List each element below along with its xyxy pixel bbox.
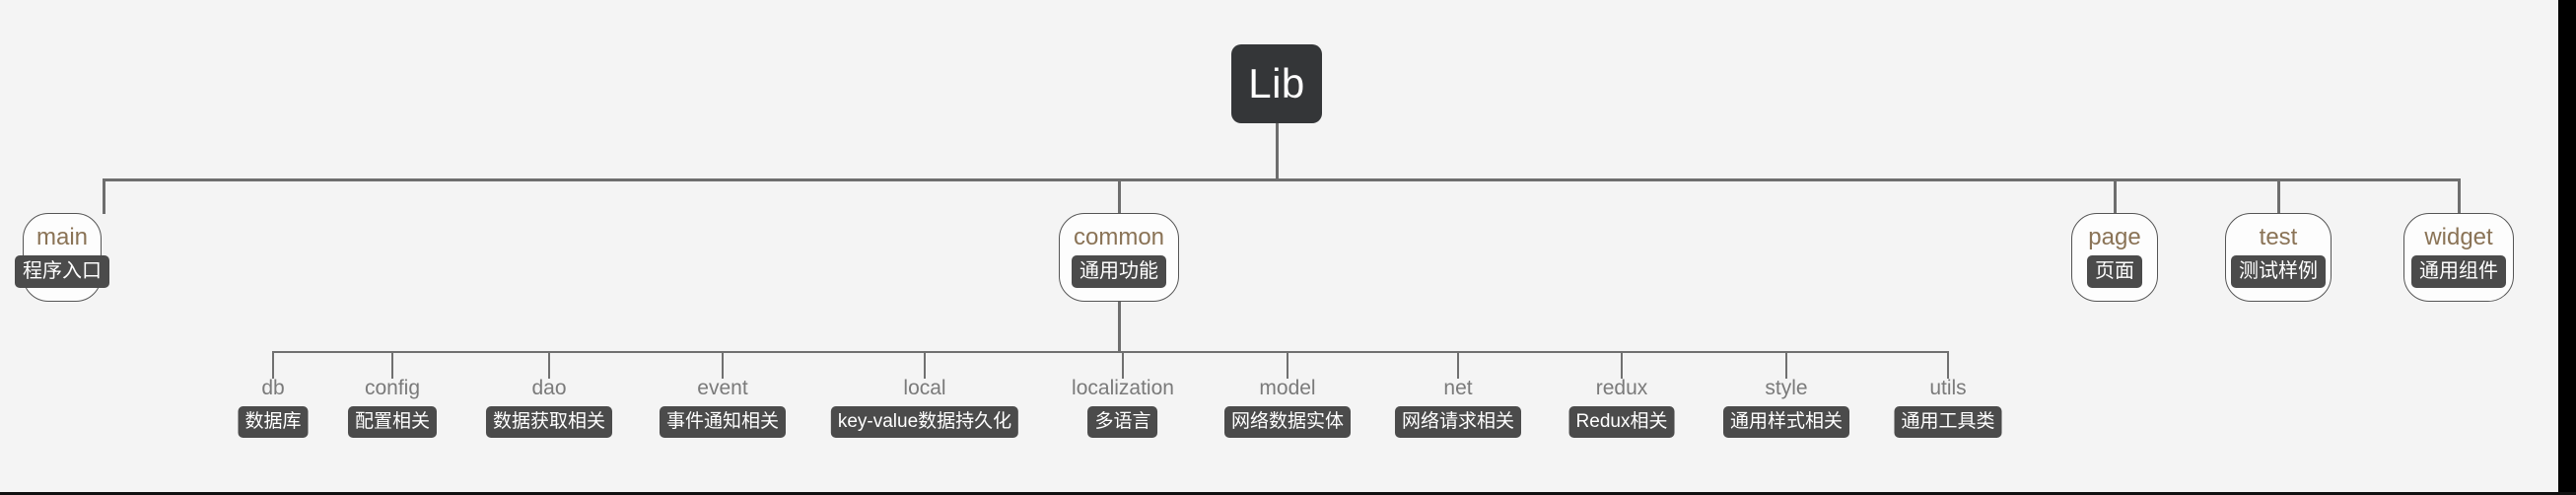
node-dao[interactable]: dao 数据获取相关: [485, 377, 613, 439]
node-common-label: common: [1073, 224, 1165, 251]
node-widget-label: widget: [2424, 224, 2493, 251]
connector-drop-page: [2114, 178, 2117, 214]
connector-drop-model: [1287, 351, 1288, 379]
node-common-tag: 通用功能: [1072, 254, 1166, 288]
connector-drop-localization: [1122, 351, 1124, 379]
connector-sub-bus: [273, 351, 1949, 353]
node-model-tag: 网络数据实体: [1223, 406, 1352, 439]
node-page[interactable]: page 页面: [2071, 213, 2158, 302]
node-event-tag: 事件通知相关: [659, 406, 787, 439]
node-page-tag: 页面: [2087, 254, 2142, 288]
node-lib-label: Lib: [1248, 60, 1305, 106]
connector-drop-event: [722, 351, 724, 379]
node-local[interactable]: local key-value数据持久化: [830, 377, 1019, 439]
node-localization[interactable]: localization 多语言: [1072, 377, 1174, 439]
connector-drop-widget: [2458, 178, 2461, 214]
node-style-tag: 通用样式相关: [1722, 406, 1850, 439]
node-event-label: event: [697, 377, 748, 399]
node-main-tag: 程序入口: [15, 254, 109, 288]
node-redux-tag: Redux相关: [1568, 406, 1675, 439]
node-test-label: test: [2259, 224, 2298, 251]
node-db-label: db: [261, 377, 285, 399]
connector-drop-dao: [548, 351, 550, 379]
bottom-edge-line: [0, 492, 2576, 495]
node-db[interactable]: db 数据库: [238, 377, 309, 439]
node-local-tag: key-value数据持久化: [830, 406, 1019, 439]
connector-drop-net: [1457, 351, 1459, 379]
node-net-tag: 网络请求相关: [1394, 406, 1522, 439]
connector-drop-utils: [1947, 351, 1949, 379]
connector-main-bus: [104, 178, 2460, 181]
node-lib-root[interactable]: Lib: [1231, 44, 1322, 123]
node-redux-label: redux: [1595, 377, 1648, 399]
connector-drop-style: [1785, 351, 1787, 379]
node-event[interactable]: event 事件通知相关: [659, 377, 787, 439]
node-local-label: local: [903, 377, 946, 399]
node-redux[interactable]: redux Redux相关: [1568, 377, 1675, 439]
connector-root-stem: [1276, 123, 1279, 180]
connector-common-stem: [1118, 302, 1121, 353]
node-main[interactable]: main 程序入口: [15, 213, 109, 302]
node-main-label: main: [35, 224, 89, 251]
node-net-label: net: [1443, 377, 1473, 399]
node-net[interactable]: net 网络请求相关: [1394, 377, 1522, 439]
node-test[interactable]: test 测试样例: [2225, 213, 2332, 302]
node-widget[interactable]: widget 通用组件: [2403, 213, 2514, 302]
node-style-label: style: [1765, 377, 1808, 399]
node-localization-label: localization: [1072, 377, 1174, 399]
node-model-label: model: [1259, 377, 1316, 399]
node-widget-tag: 通用组件: [2411, 254, 2506, 288]
node-config[interactable]: config 配置相关: [347, 377, 438, 439]
right-edge-band: [2558, 0, 2576, 495]
connector-drop-main: [103, 178, 105, 214]
node-config-label: config: [364, 377, 421, 399]
node-utils-label: utils: [1929, 377, 1967, 399]
node-config-tag: 配置相关: [347, 406, 438, 439]
node-utils-tag: 通用工具类: [1894, 406, 2002, 439]
connector-drop-db: [272, 351, 274, 379]
connector-drop-config: [391, 351, 393, 379]
node-db-tag: 数据库: [238, 406, 309, 439]
node-model[interactable]: model 网络数据实体: [1223, 377, 1352, 439]
connector-drop-test: [2277, 178, 2280, 214]
connector-drop-local: [924, 351, 926, 379]
node-style[interactable]: style 通用样式相关: [1722, 377, 1850, 439]
node-dao-tag: 数据获取相关: [485, 406, 613, 439]
node-localization-tag: 多语言: [1087, 406, 1158, 439]
node-page-label: page: [2088, 224, 2141, 251]
node-test-tag: 测试样例: [2231, 254, 2326, 288]
connector-drop-redux: [1621, 351, 1623, 379]
connector-drop-common: [1118, 178, 1121, 214]
node-utils[interactable]: utils 通用工具类: [1894, 377, 2002, 439]
node-dao-label: dao: [531, 377, 567, 399]
node-common[interactable]: common 通用功能: [1059, 213, 1179, 302]
